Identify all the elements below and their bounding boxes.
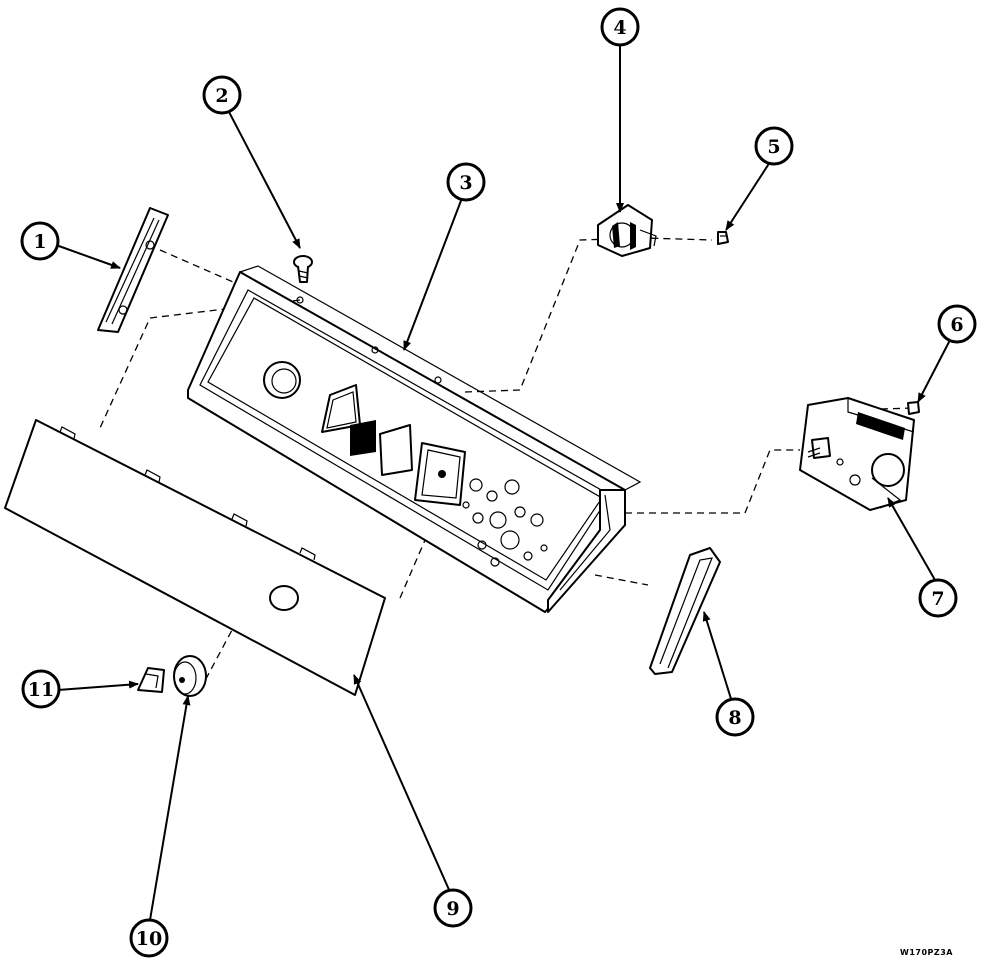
part-6-screw	[907, 401, 920, 415]
callout-11: 11	[21, 669, 61, 709]
callout-label-7: 7	[931, 588, 944, 610]
callout-7: 7	[918, 578, 958, 618]
reference-code: W170PZ3A	[900, 948, 953, 957]
callout-label-6: 6	[950, 314, 963, 336]
callout-label-2: 2	[215, 85, 228, 107]
callout-label-9: 9	[446, 898, 459, 920]
callout-label-10: 10	[136, 928, 162, 950]
callout-3: 3	[446, 162, 486, 202]
part-5-screw	[717, 231, 729, 245]
callout-9: 9	[433, 888, 473, 928]
callout-label-3: 3	[459, 172, 472, 194]
callout-label-8: 8	[728, 707, 741, 729]
part-3-console-panel	[187, 265, 642, 613]
callout-6: 6	[937, 304, 977, 344]
callout-label-5: 5	[767, 136, 780, 158]
part-11-knob-insert	[137, 667, 165, 693]
callout-label-1: 1	[33, 231, 46, 253]
callout-2: 2	[202, 75, 242, 115]
part-9-front-panel	[4, 419, 386, 696]
callout-5: 5	[754, 126, 794, 166]
part-8-right-end-cap	[649, 547, 721, 675]
callout-4: 4	[600, 7, 640, 47]
part-2-screw	[293, 255, 313, 283]
callout-label-11: 11	[28, 679, 54, 701]
callout-1: 1	[20, 221, 60, 261]
part-7-timer	[799, 397, 915, 511]
callout-10: 10	[129, 918, 169, 958]
part-4-switch	[597, 204, 657, 257]
callout-8: 8	[715, 697, 755, 737]
part-10-knob	[173, 655, 207, 697]
callout-label-4: 4	[613, 17, 626, 39]
leader-lines	[55, 44, 951, 921]
panel-holes	[296, 296, 548, 567]
part-1-left-end-cap	[97, 207, 169, 333]
